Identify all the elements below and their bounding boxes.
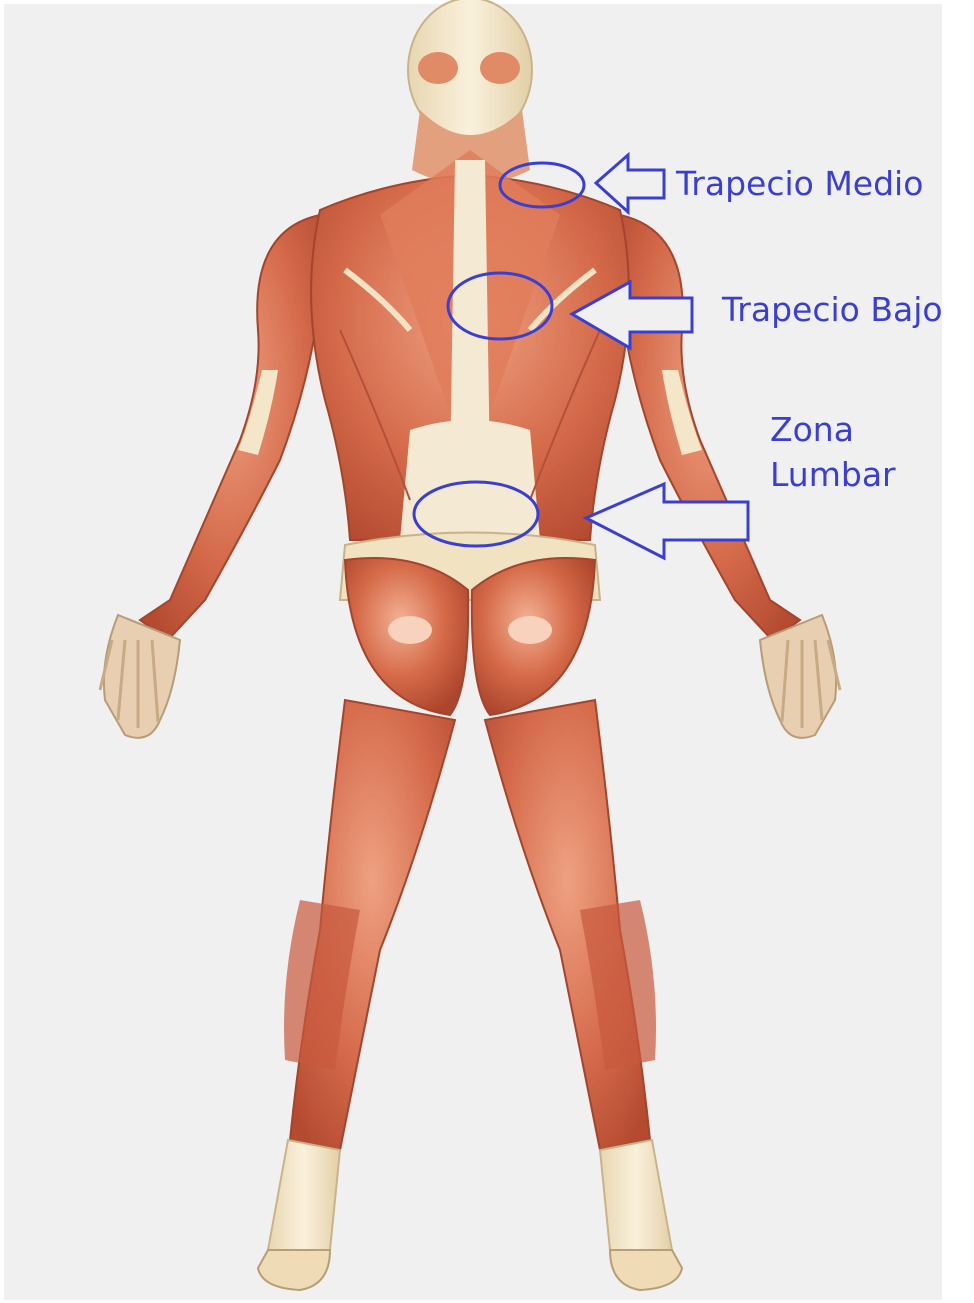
label-zona-lumbar: Zona Lumbar xyxy=(770,408,896,498)
label-trapecio-bajo: Trapecio Bajo xyxy=(722,288,943,333)
left-arm xyxy=(100,215,320,738)
label-trapecio-medio: Trapecio Medio xyxy=(676,162,923,207)
right-leg xyxy=(485,700,682,1290)
left-leg xyxy=(258,700,455,1290)
